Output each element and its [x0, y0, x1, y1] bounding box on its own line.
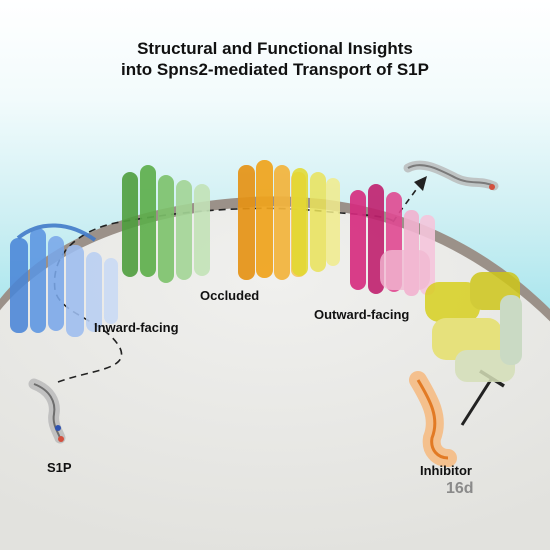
- intracellular-s1p-molecule: [28, 378, 66, 444]
- outward-facing-protein: [350, 184, 435, 296]
- s1p-label: S1P: [47, 460, 72, 475]
- inhibitor-16d-molecule: [409, 371, 457, 467]
- outward-facing-label: Outward-facing: [314, 307, 410, 322]
- occluded-protein-yellow: [292, 168, 340, 276]
- inward-facing-label: Inward-facing: [94, 320, 179, 335]
- inhibitor-id-label: 16d: [446, 480, 474, 497]
- title-line-2: into Spns2-mediated Transport of S1P: [121, 60, 429, 79]
- occluded-label: Occluded: [200, 288, 260, 303]
- release-arrowhead: [414, 176, 427, 191]
- released-s1p-molecule: [403, 160, 499, 191]
- title-line-1: Structural and Functional Insights: [137, 39, 413, 58]
- inhibitor-label: Inhibitor: [420, 463, 472, 478]
- inward-facing-protein: [10, 223, 118, 337]
- occluded-protein-green: [122, 165, 210, 283]
- inhibitor-bound-protein: [425, 272, 522, 382]
- figure-title: Structural and Functional Insights into …: [0, 38, 550, 80]
- inhibition-line: [460, 377, 494, 426]
